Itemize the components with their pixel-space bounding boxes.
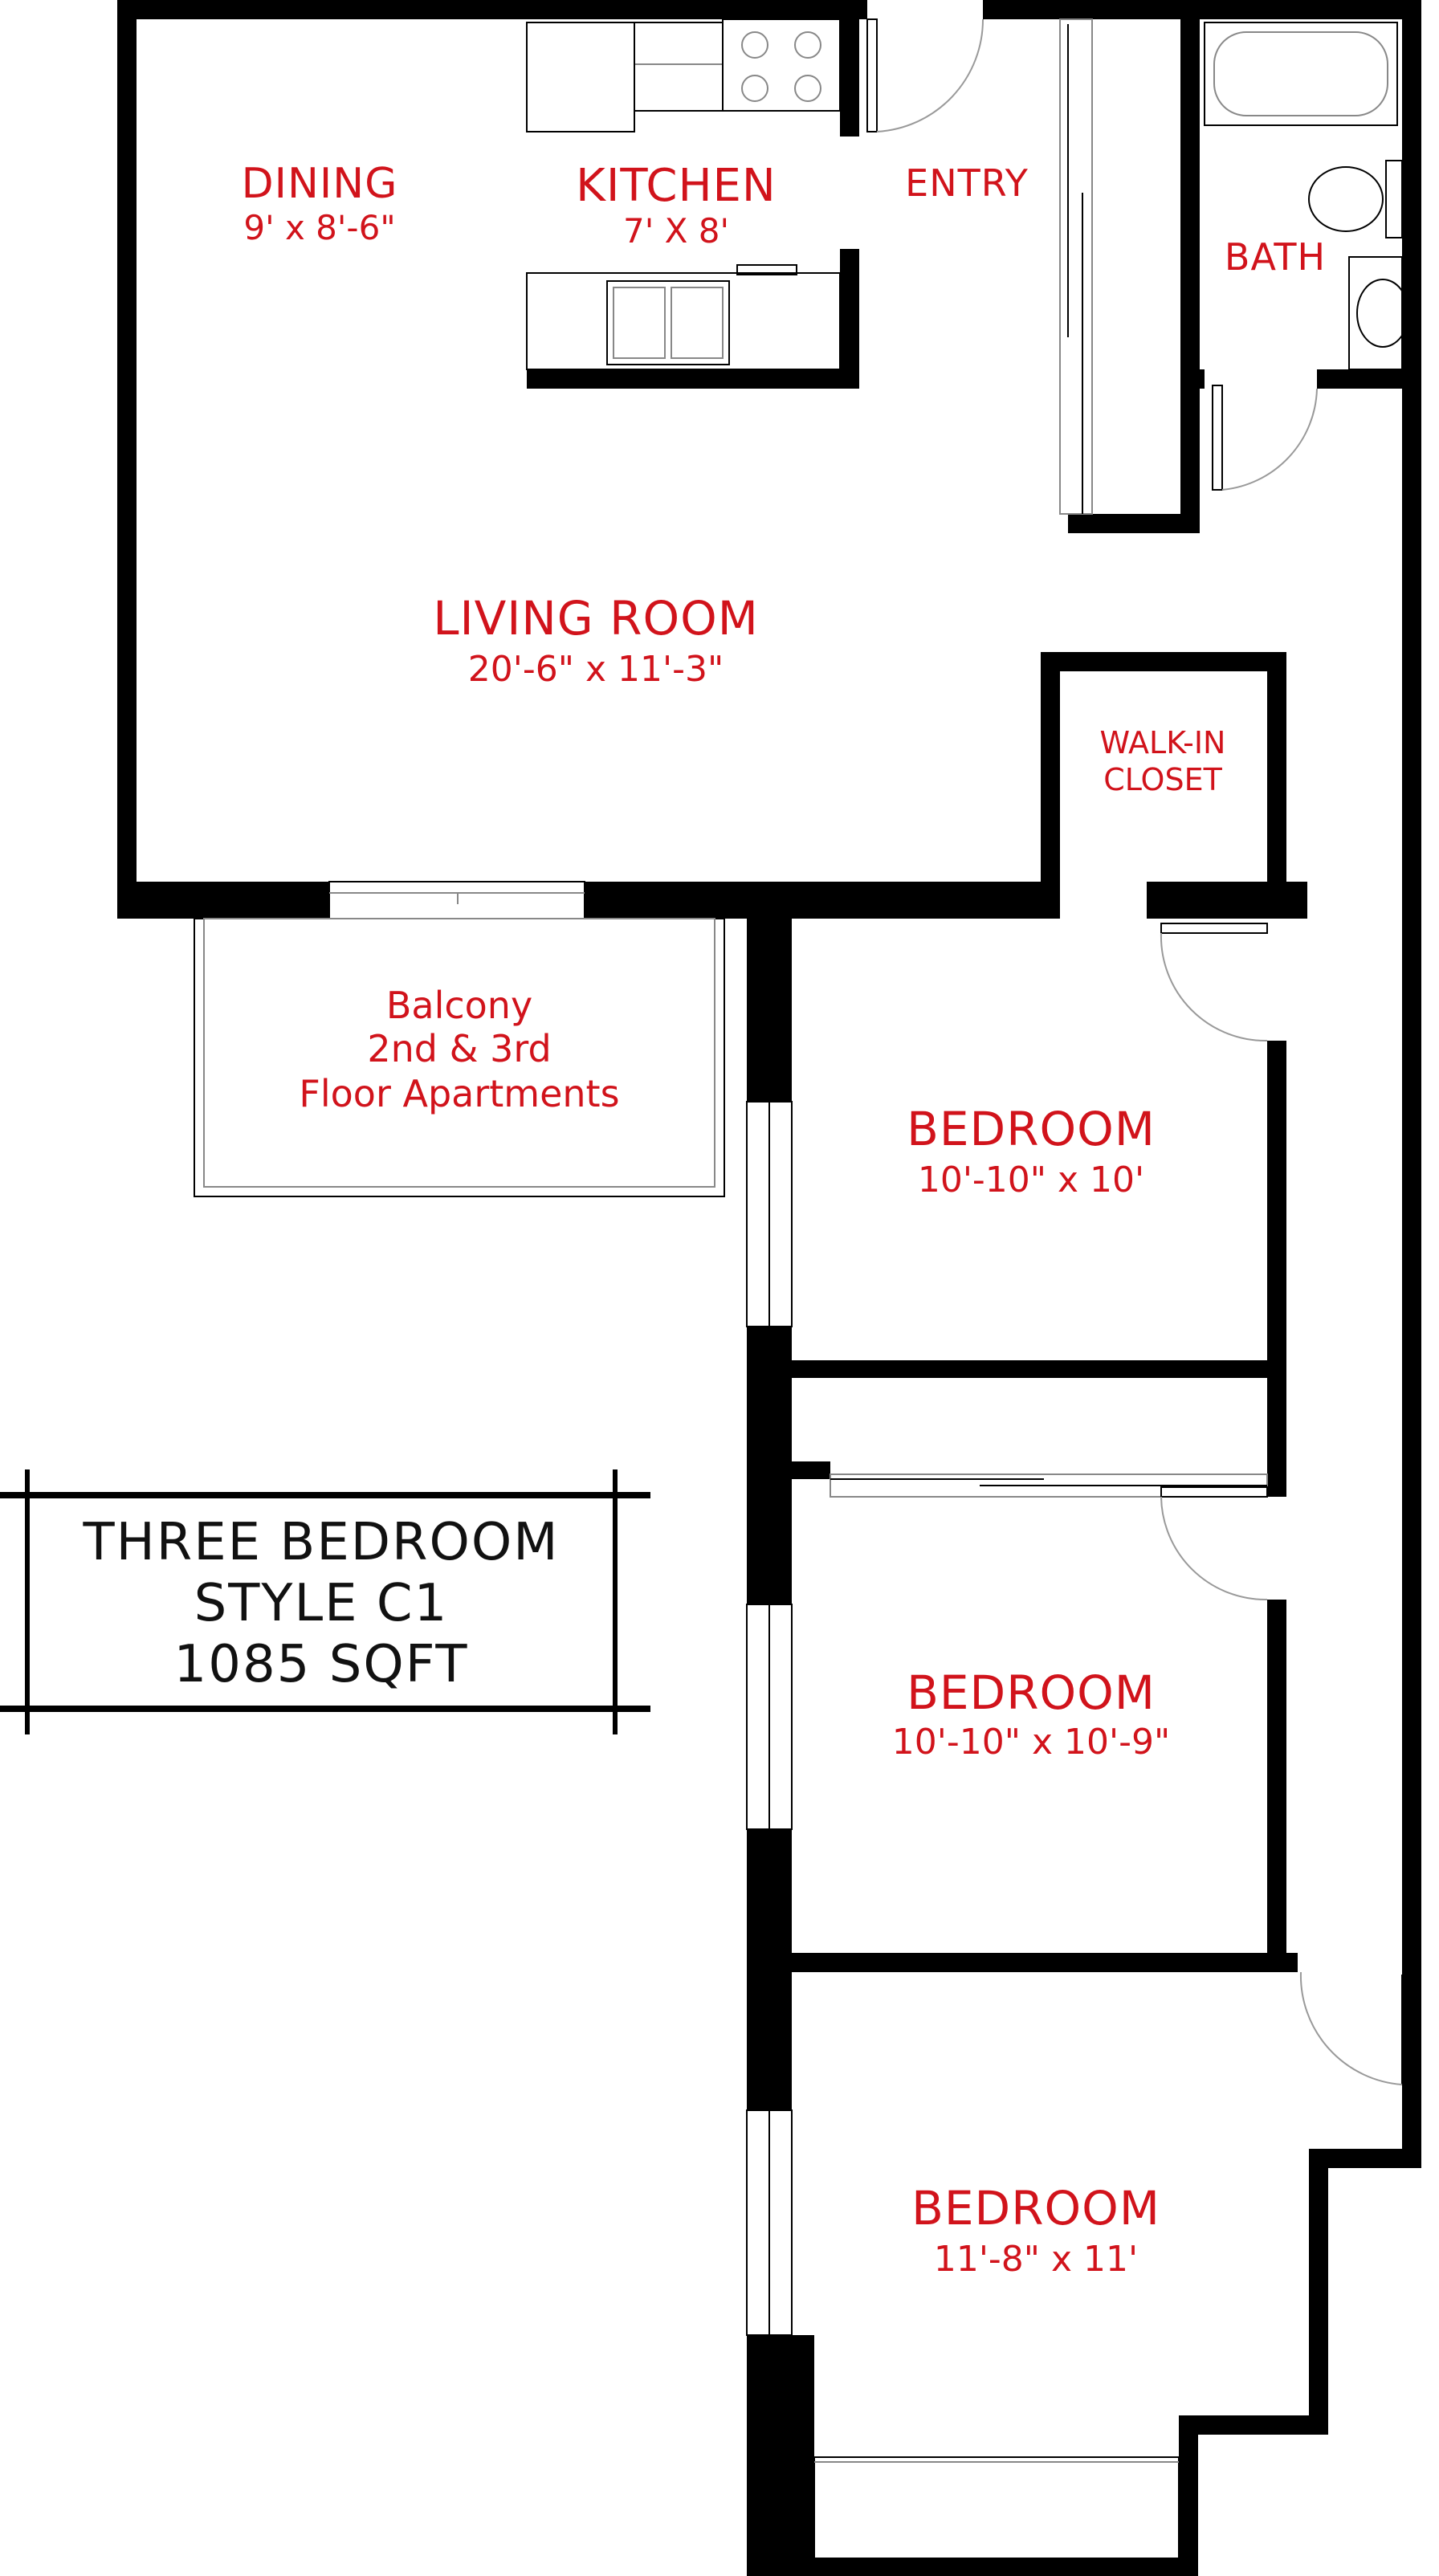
balcony-line2: 2nd & 3rd [367, 1027, 551, 1070]
entry-name: ENTRY [905, 161, 1029, 205]
bedroom2-name: BEDROOM [907, 1665, 1156, 1720]
dining-name: DINING [242, 160, 398, 208]
balcony-line3: Floor Apartments [299, 1072, 619, 1115]
bedroom1-name: BEDROOM [907, 1102, 1156, 1156]
style-line3: 1085 SQFT [174, 1635, 469, 1694]
walls [117, 0, 1421, 2576]
walkin-line1: WALK-IN [1100, 725, 1226, 760]
kitchen-name: KITCHEN [576, 160, 777, 212]
style-line2: STYLE C1 [194, 1574, 449, 1633]
style-line1: THREE BEDROOM [83, 1513, 560, 1572]
windows-and-fixtures [194, 18, 1413, 2559]
bedroom1-dims: 10'-10" x 10' [918, 1160, 1144, 1200]
living-name: LIVING ROOM [433, 591, 759, 646]
bedroom3-name: BEDROOM [911, 2181, 1160, 2236]
style-box [0, 1469, 650, 1734]
bath-name: BATH [1225, 235, 1326, 279]
kitchen-dims: 7' X 8' [623, 211, 729, 251]
walkin-line2: CLOSET [1103, 762, 1222, 797]
living-dims: 20'-6" x 11'-3" [468, 649, 724, 690]
bedroom3-dims: 11'-8" x 11' [934, 2239, 1138, 2280]
balcony-line1: Balcony [386, 984, 532, 1027]
bedroom2-dims: 10'-10" x 10'-9" [892, 1722, 1170, 1763]
dining-dims: 9' x 8'-6" [243, 208, 395, 247]
